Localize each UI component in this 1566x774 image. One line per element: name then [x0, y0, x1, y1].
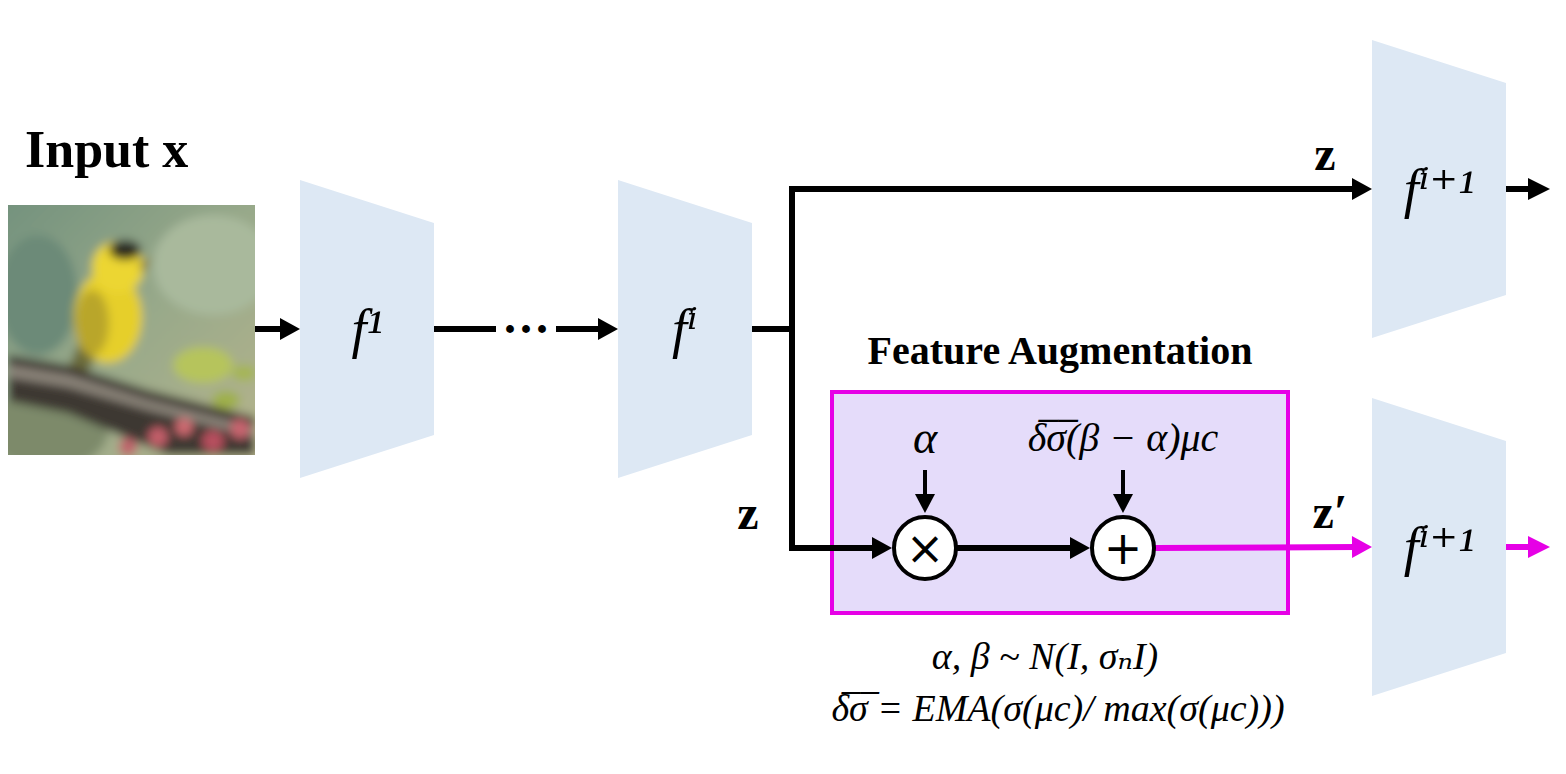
bird-head [92, 241, 144, 293]
operator-symbol: + [1104, 525, 1143, 571]
bird-cap [109, 240, 141, 260]
photo-flower [148, 427, 168, 447]
connector-line [1156, 544, 1354, 551]
leader-line [1121, 470, 1125, 497]
edge-label: ··· [496, 303, 556, 356]
layer-trapezoid: fⁱ [618, 180, 752, 478]
photo-leaf [232, 365, 255, 381]
input-photo [8, 205, 255, 455]
photo-flower [202, 430, 224, 452]
operator-circle: + [1090, 515, 1156, 581]
formula-label: α [913, 410, 937, 465]
layer-trapezoid: fⁱ⁺¹ [1372, 398, 1506, 696]
bird-wing [75, 290, 109, 356]
layer-label: fⁱ⁺¹ [1404, 158, 1475, 220]
layer-label: fⁱ⁺¹ [1404, 516, 1475, 578]
photo-branch-light [8, 365, 255, 437]
connector [255, 318, 300, 340]
layer-label-box: fⁱ [618, 180, 752, 478]
formula-label: δ̅σ̅(β − α)μc [1028, 414, 1219, 462]
connector-line [255, 326, 282, 332]
photo-blob [153, 215, 255, 315]
leader-line [923, 470, 927, 497]
layer-label-box: fⁱ⁺¹ [1372, 40, 1506, 338]
connector-line [958, 545, 1072, 551]
bird-beak [139, 257, 152, 273]
photo-flower [175, 418, 193, 436]
photo-leaf [212, 391, 240, 409]
layer-label: f¹ [351, 298, 382, 360]
photo-branch [8, 355, 255, 455]
trapezoid-fill [618, 180, 752, 478]
output-line [1506, 544, 1530, 550]
formula-label: δ̅σ̅ = EMA(σ(μc)/ max(σ(μc))) [831, 686, 1284, 732]
augmentation-block: Feature Augmentation × + [820, 326, 1300, 618]
formula-label: α, β ~ N(I, σₙI) [932, 634, 1159, 680]
layer-trapezoid: fⁱ⁺¹ [1372, 40, 1506, 338]
photo-content [8, 205, 255, 455]
output-line [1506, 186, 1530, 192]
block-heading: Feature Augmentation [820, 326, 1300, 376]
photo-leaf [173, 347, 233, 383]
trapezoid-fill [300, 180, 434, 478]
input-heading: Input x [25, 118, 255, 182]
photo-flower [230, 419, 250, 439]
output-arrow [1506, 536, 1550, 558]
layer-label-box: fⁱ⁺¹ [1372, 398, 1506, 696]
layer-trapezoid: f¹ [300, 180, 434, 478]
edge-label: z [737, 487, 758, 540]
photo-flower [119, 438, 137, 455]
output-head [1528, 536, 1550, 558]
photo-background [8, 205, 255, 455]
connector [752, 178, 1372, 329]
input-image-node: Input x [8, 118, 255, 455]
photo-blur [8, 205, 255, 455]
trapezoid-fill [1372, 398, 1506, 696]
layer-label: fⁱ [672, 298, 698, 360]
operator-symbol: × [906, 525, 945, 571]
photo-blob [8, 235, 78, 355]
layer-label-box: f¹ [300, 180, 434, 478]
trapezoid-fill [1372, 40, 1506, 338]
edge-label: z [1314, 128, 1335, 181]
edge-label: z′ [1313, 486, 1348, 539]
connector-line [752, 189, 1354, 329]
operator-circle: × [892, 515, 958, 581]
output-arrow [1506, 178, 1550, 200]
output-head [1528, 178, 1550, 200]
